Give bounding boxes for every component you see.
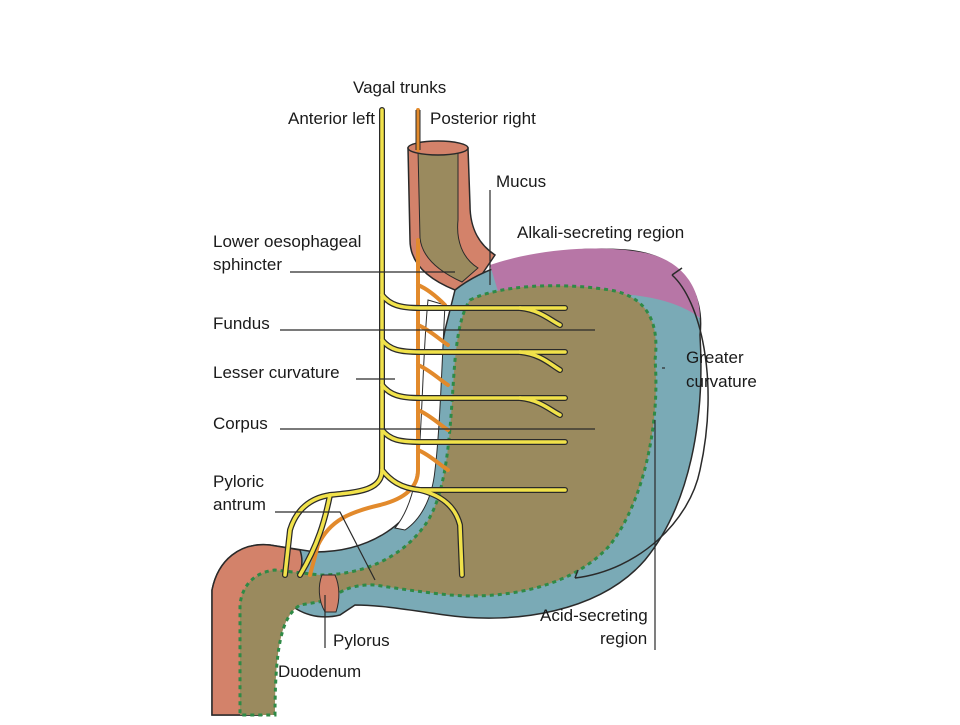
label-corpus: Corpus — [213, 414, 268, 433]
label-antrum-line2: antrum — [213, 495, 266, 514]
oesophagus-lumen — [417, 149, 479, 283]
label-duodenum: Duodenum — [278, 662, 361, 681]
label-posterior-right: Posterior right — [430, 109, 536, 128]
label-antrum-line1: Pyloric — [213, 472, 265, 491]
alkali-secreting-region — [490, 248, 700, 318]
label-acid-line2: region — [600, 629, 647, 648]
label-alkali-region: Alkali-secreting region — [517, 223, 684, 242]
oesophagus-opening — [407, 140, 469, 156]
label-greater-line2: curvature — [686, 372, 757, 391]
label-vagal-trunks: Vagal trunks — [353, 78, 446, 97]
label-mucus: Mucus — [496, 172, 546, 191]
label-anterior-left: Anterior left — [288, 109, 375, 128]
leader-lines — [275, 190, 665, 650]
greater-curvature-bracket — [574, 274, 709, 579]
label-lesser-curvature: Lesser curvature — [213, 363, 340, 382]
pylorus-ring — [318, 574, 340, 613]
label-fundus: Fundus — [213, 314, 270, 333]
label-greater-line1: Greater — [686, 348, 744, 367]
label-pylorus: Pylorus — [333, 631, 390, 650]
label-les-line1: Lower oesophageal — [213, 232, 361, 251]
label-les-line2: sphincter — [213, 255, 282, 274]
label-acid-line1: Acid-secreting — [540, 606, 648, 625]
